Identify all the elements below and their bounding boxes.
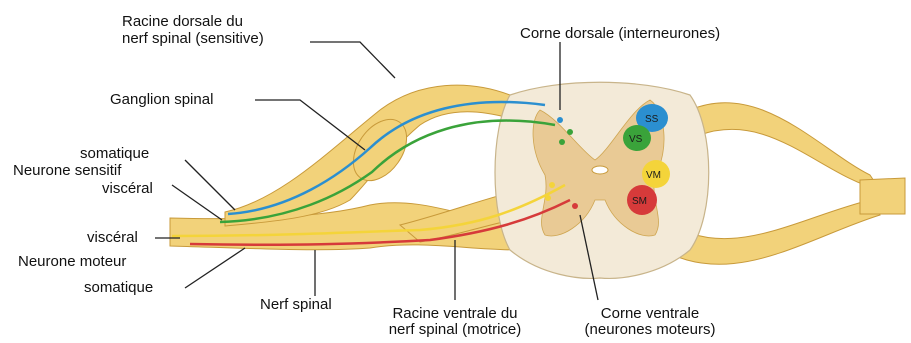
visceral-moteur-label: viscéral bbox=[87, 230, 138, 245]
racine-dorsale-label-1: Racine dorsale du bbox=[122, 14, 243, 29]
corne-ventrale-label-1: Corne ventrale bbox=[560, 306, 740, 321]
racine-dorsale-label-2: nerf spinal (sensitive) bbox=[122, 31, 264, 46]
leader-somatique-sens bbox=[185, 160, 235, 210]
dorsal-neuron-dot bbox=[567, 129, 573, 135]
nerf-spinal-label: Nerf spinal bbox=[260, 297, 332, 312]
leader-somatique-mot bbox=[185, 248, 245, 288]
corne-ventrale-label-2: (neurones moteurs) bbox=[560, 322, 740, 337]
ganglion-label: Ganglion spinal bbox=[110, 92, 213, 107]
dorsal-neuron-dot bbox=[557, 117, 563, 123]
leader-racine-dorsale bbox=[310, 42, 395, 78]
zone-ss-label: SS bbox=[645, 114, 659, 125]
corne-dorsale-label: Corne dorsale (interneurones) bbox=[520, 26, 720, 41]
ventral-neuron-dot bbox=[545, 195, 551, 201]
racine-ventrale-label-1: Racine ventrale du bbox=[370, 306, 540, 321]
central-canal bbox=[592, 166, 608, 174]
somatique-moteur-label: somatique bbox=[84, 280, 153, 295]
neurone-moteur-label: Neurone moteur bbox=[18, 254, 126, 269]
zone-vs-label: VS bbox=[629, 134, 643, 145]
visceral-sensitif-label: viscéral bbox=[102, 181, 153, 196]
right-dorsal-root bbox=[690, 103, 880, 190]
racine-ventrale-label-2: nerf spinal (motrice) bbox=[370, 322, 540, 337]
somatique-sensitif-label: somatique bbox=[80, 146, 149, 161]
ventral-neuron-dot bbox=[549, 182, 555, 188]
zone-vm-label: VM bbox=[646, 170, 661, 181]
zone-sm-label: SM bbox=[632, 196, 647, 207]
neurone-sensitif-label: Neurone sensitif bbox=[13, 163, 121, 178]
dorsal-neuron-dot bbox=[559, 139, 565, 145]
ventral-neuron-dot bbox=[572, 203, 578, 209]
right-spinal-nerve bbox=[860, 178, 905, 214]
